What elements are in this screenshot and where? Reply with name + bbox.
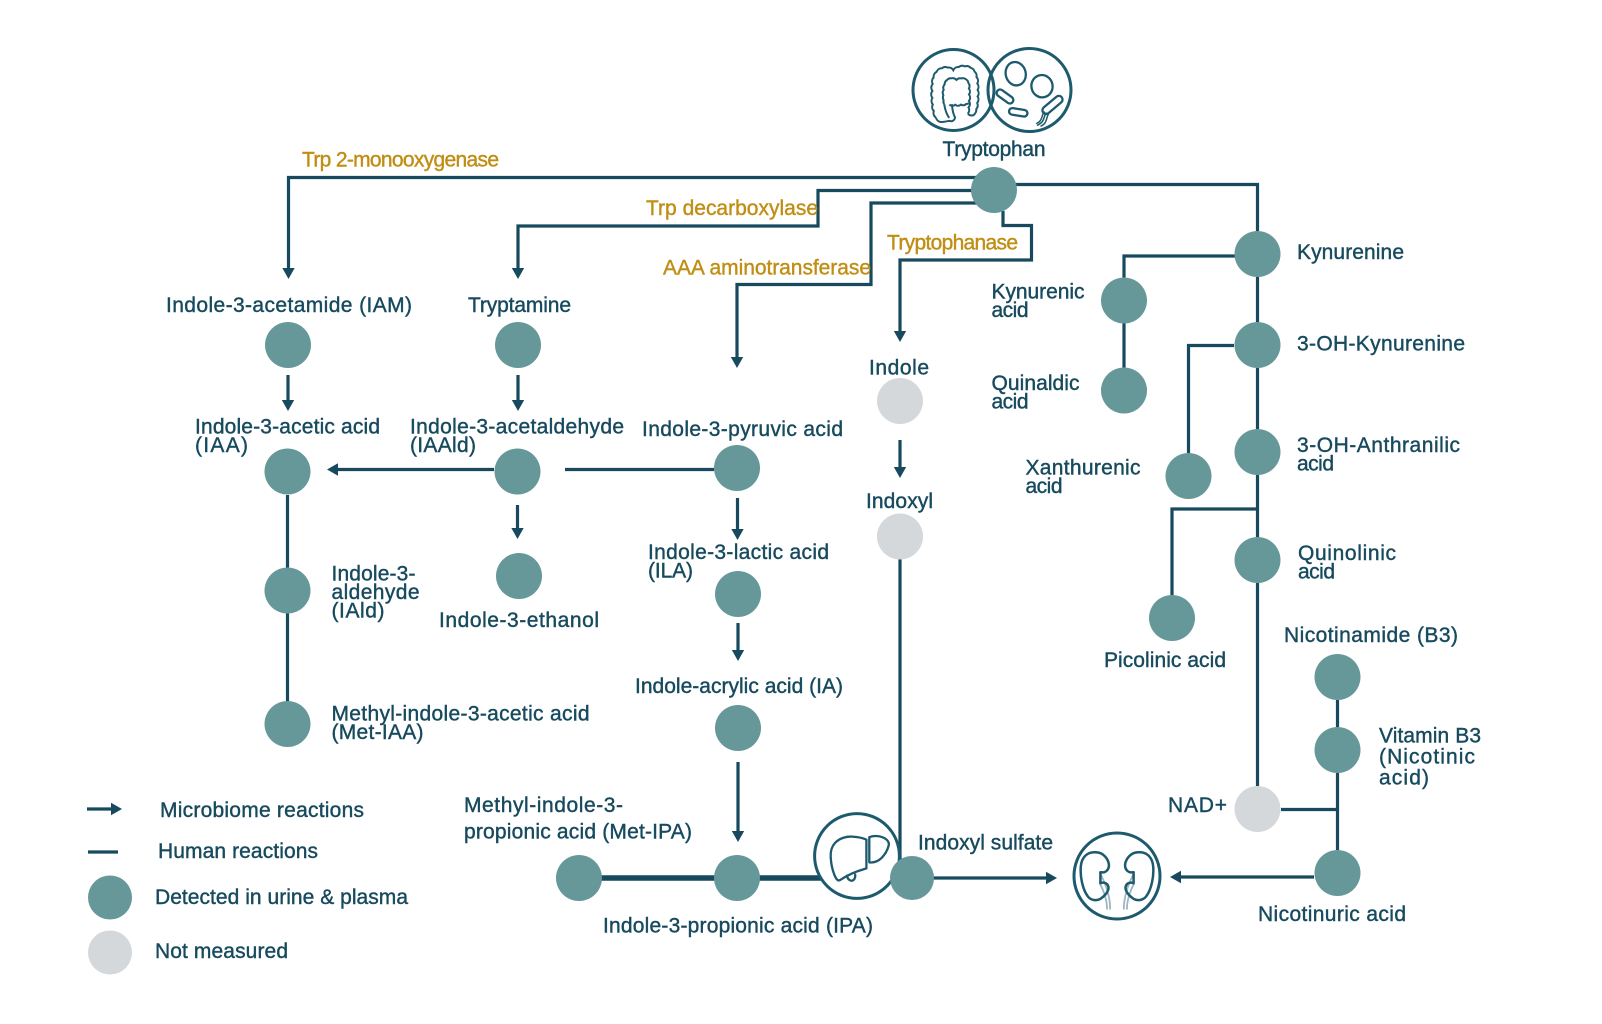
svg-text:Tryptamine: Tryptamine	[468, 294, 571, 317]
svg-text:acid: acid	[1298, 561, 1335, 584]
svg-text:propionic acid (Met-IPA): propionic acid (Met-IPA)	[464, 821, 692, 844]
svg-text:acid: acid	[1026, 475, 1063, 498]
svg-text:Kynurenic: Kynurenic	[992, 281, 1085, 304]
svg-text:Quinaldic: Quinaldic	[992, 372, 1080, 395]
svg-text:Nicotinuric acid: Nicotinuric acid	[1258, 903, 1406, 926]
svg-text:(IAld): (IAld)	[332, 600, 385, 623]
svg-text:Nicotinamide (B3): Nicotinamide (B3)	[1284, 624, 1458, 647]
svg-text:Trp 2-monooxygenase: Trp 2-monooxygenase	[302, 149, 499, 172]
svg-text:acid: acid	[1297, 453, 1334, 476]
svg-text:Indole-3-propionic acid (IPA): Indole-3-propionic acid (IPA)	[603, 915, 873, 938]
svg-text:NAD+: NAD+	[1168, 794, 1227, 817]
svg-text:aldehyde: aldehyde	[332, 581, 420, 604]
svg-text:acid: acid	[992, 299, 1029, 322]
svg-text:Tryptophanase: Tryptophanase	[887, 232, 1018, 255]
svg-text:AAA aminotransferase: AAA aminotransferase	[663, 257, 871, 280]
svg-text:Xanthurenic: Xanthurenic	[1026, 457, 1141, 480]
svg-text:Vitamin B3: Vitamin B3	[1379, 725, 1481, 748]
svg-text:Kynurenine: Kynurenine	[1297, 241, 1404, 264]
svg-text:acid): acid)	[1379, 767, 1429, 790]
svg-text:Human reactions: Human reactions	[158, 840, 318, 863]
svg-text:(Met-IAA): (Met-IAA)	[332, 721, 424, 744]
svg-text:Trp decarboxylase: Trp decarboxylase	[646, 197, 818, 220]
svg-text:(Nicotinic: (Nicotinic	[1379, 746, 1475, 769]
svg-text:Methyl-indole-3-acetic acid: Methyl-indole-3-acetic acid	[332, 703, 590, 726]
svg-text:Indole: Indole	[869, 357, 929, 380]
svg-text:Methyl-indole-3-: Methyl-indole-3-	[464, 794, 623, 817]
svg-text:Detected in urine & plasma: Detected in urine & plasma	[155, 886, 408, 909]
svg-text:Indoxyl: Indoxyl	[866, 490, 933, 513]
svg-text:Indole-3-acetamide (IAM): Indole-3-acetamide (IAM)	[166, 294, 412, 317]
svg-text:Indole-3-: Indole-3-	[332, 563, 416, 586]
svg-text:Quinolinic: Quinolinic	[1298, 542, 1396, 565]
svg-text:(IAA): (IAA)	[195, 434, 248, 457]
svg-text:acid: acid	[992, 391, 1029, 414]
svg-text:Indoxyl sulfate: Indoxyl sulfate	[918, 832, 1053, 855]
svg-text:Picolinic acid: Picolinic acid	[1104, 649, 1226, 672]
svg-text:Indole-3-pyruvic acid: Indole-3-pyruvic acid	[642, 418, 843, 441]
svg-text:3-OH-Anthranilic: 3-OH-Anthranilic	[1297, 434, 1460, 457]
svg-text:Indole-acrylic acid (IA): Indole-acrylic acid (IA)	[635, 675, 843, 698]
svg-text:(ILA): (ILA)	[648, 560, 693, 583]
svg-text:Indole-3-acetic acid: Indole-3-acetic acid	[195, 416, 380, 439]
svg-text:Microbiome reactions: Microbiome reactions	[160, 799, 364, 822]
svg-text:Not measured: Not measured	[155, 940, 288, 963]
svg-text:Tryptophan: Tryptophan	[943, 138, 1046, 161]
svg-text:Indole-3-acetaldehyde: Indole-3-acetaldehyde	[410, 416, 624, 439]
svg-text:3-OH-Kynurenine: 3-OH-Kynurenine	[1297, 333, 1465, 356]
svg-text:(IAAld): (IAAld)	[410, 434, 476, 457]
svg-text:Indole-3-ethanol: Indole-3-ethanol	[439, 609, 599, 632]
svg-text:Indole-3-lactic acid: Indole-3-lactic acid	[648, 541, 829, 564]
